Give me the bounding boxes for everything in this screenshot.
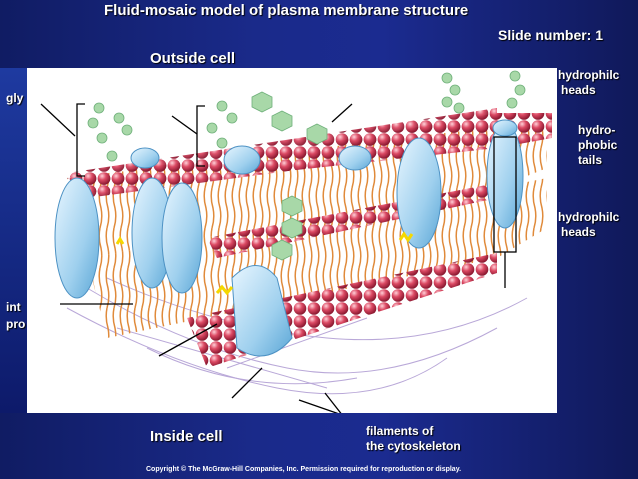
filaments-label-1: filaments of [366,424,434,438]
cholesterol-molecules [115,231,414,296]
integral-proteins [54,119,524,357]
membrane-diagram [27,68,557,413]
hydrophilic-heads-top-label-2: heads [561,83,596,97]
hydrophobic-tails-label-1: hydro- [578,123,616,137]
integral-label-fragment-2: pro [6,317,26,331]
glyco-label-fragment: gly [6,91,24,105]
slide-number: Slide number: 1 [498,27,604,43]
membrane-illustration [40,70,552,413]
copyright-notice: Copyright © The McGraw-Hill Companies, I… [146,466,462,473]
left-accent-band [0,68,28,413]
outside-cell-label: Outside cell [150,50,236,67]
slide-title: Fluid-mosaic model of plasma membrane st… [104,2,469,19]
label-pointers [40,103,517,413]
hydrophobic-tails-label-2: phobic [578,138,618,152]
hydrophilic-heads-bottom-label-1: hydrophilc [558,210,620,224]
hydrophilic-heads-bottom-label-2: heads [561,225,596,239]
filaments-label-2: the cytoskeleton [366,439,461,453]
outer-head-front [67,108,497,198]
hydrophobic-tails-label-3: tails [578,153,603,167]
carbohydrate-chains [87,70,526,261]
inside-cell-label: Inside cell [150,428,223,445]
hydrophilic-heads-top-label-1: hydrophilc [558,68,620,82]
integral-label-fragment-1: int [6,300,21,314]
